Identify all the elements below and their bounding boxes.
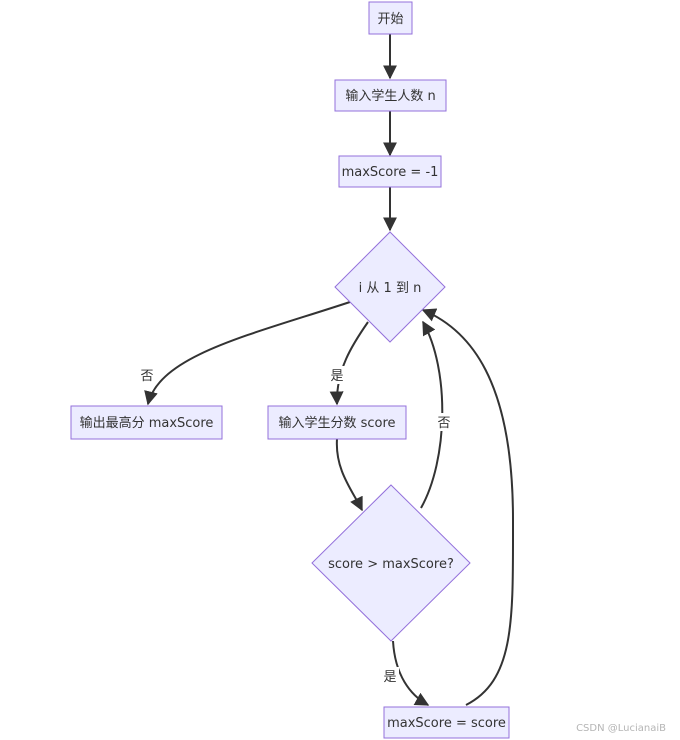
svg-text:是: 是 <box>330 369 343 384</box>
svg-text:score > maxScore?: score > maxScore? <box>328 557 454 572</box>
watermark-text: CSDN @LucianaiB <box>576 723 666 734</box>
svg-text:i 从 1 到 n: i 从 1 到 n <box>359 281 422 296</box>
node-assign-max: maxScore = score <box>383 706 510 739</box>
edge-label-compare-yes: 是 <box>381 667 399 685</box>
svg-text:maxScore = score: maxScore = score <box>387 716 506 731</box>
svg-text:是: 是 <box>383 670 396 685</box>
edge-label-compare-no: 否 <box>435 413 453 431</box>
edge-loop-cond-to-input-score <box>329 321 369 406</box>
svg-text:否: 否 <box>140 369 153 384</box>
node-output-max: 输出最高分 maxScore <box>70 405 223 440</box>
node-input-n: 输入学生人数 n <box>334 79 447 112</box>
edge-loop-cond-to-output-max <box>144 301 351 406</box>
svg-text:否: 否 <box>437 416 450 431</box>
svg-text:maxScore = -1: maxScore = -1 <box>342 165 439 180</box>
svg-text:输入学生分数 score: 输入学生分数 score <box>278 415 395 431</box>
node-input-score: 输入学生分数 score <box>267 405 407 440</box>
node-compare: score > maxScore? <box>311 484 471 642</box>
edge-input-score-to-compare <box>335 438 363 512</box>
node-init-max: maxScore = -1 <box>338 155 442 188</box>
svg-text:开始: 开始 <box>377 12 403 27</box>
edge-label-loop-yes: 是 <box>328 366 346 384</box>
edge-assign-max-to-loop-cond <box>421 308 515 706</box>
node-loop-cond: i 从 1 到 n <box>334 231 446 343</box>
svg-text:输出最高分 maxScore: 输出最高分 maxScore <box>80 415 214 431</box>
node-start: 开始 <box>368 1 413 35</box>
edge-label-loop-no: 否 <box>138 366 156 384</box>
svg-text:输入学生人数 n: 输入学生人数 n <box>345 88 435 104</box>
edge-compare-to-assign-max <box>392 640 430 706</box>
